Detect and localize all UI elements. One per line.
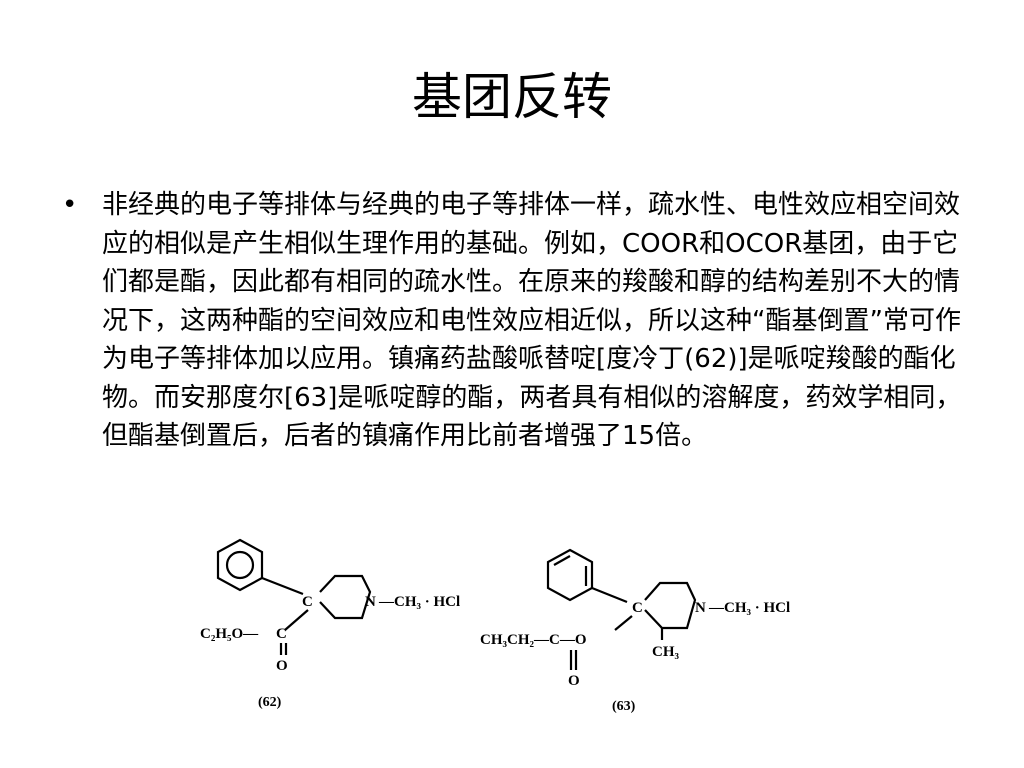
aromatic-circle-62 (225, 550, 255, 580)
nitrogen-62: N (365, 594, 376, 610)
chemical-structures-figure: C N —CH₃ · HCl C₂H₅O— C O (62) C N —CH₃ … (190, 530, 830, 755)
bullet-paragraph: 非经典的电子等排体与经典的电子等排体一样，疏水性、电性效应相空间效应的相似是产生… (102, 190, 962, 451)
ring-carbon-63: C (632, 600, 643, 616)
piperidine-ring-63 (644, 581, 697, 630)
bond-c-o-63 (614, 615, 633, 631)
carbonyl-oxygen-63: O (568, 673, 580, 689)
bond-phenyl-c-63 (591, 586, 628, 604)
bond-phenyl-c-62 (261, 576, 304, 596)
double-bond-63a (553, 555, 571, 566)
ester-alkyl-62: C₂H₅O— (200, 626, 259, 642)
compound-label-62: (62) (258, 695, 282, 710)
carbonyl-carbon-62: C (276, 626, 287, 642)
compound-label-63: (63) (612, 699, 636, 714)
slide-title: 基团反转 (412, 68, 612, 126)
ring-methyl-63: CH₃ (652, 644, 680, 660)
structures-svg: C N —CH₃ · HCl C₂H₅O— C O (62) C N —CH₃ … (200, 538, 790, 714)
n-substituent-62: —CH₃ · HCl (378, 594, 460, 610)
piperidine-ring-62 (319, 574, 372, 620)
n-substituent-63: —CH₃ · HCl (708, 600, 790, 616)
benzene-ring-62 (216, 538, 264, 592)
benzene-ring-63 (546, 548, 594, 602)
bond-c-ester-62 (284, 609, 309, 631)
carbonyl-oxygen-62: O (276, 658, 288, 674)
bullet-marker: • (62, 190, 78, 220)
ester-chain-63: CH₃CH₂—C—O (480, 632, 587, 648)
nitrogen-63: N (695, 600, 706, 616)
ring-carbon-62: C (302, 594, 313, 610)
